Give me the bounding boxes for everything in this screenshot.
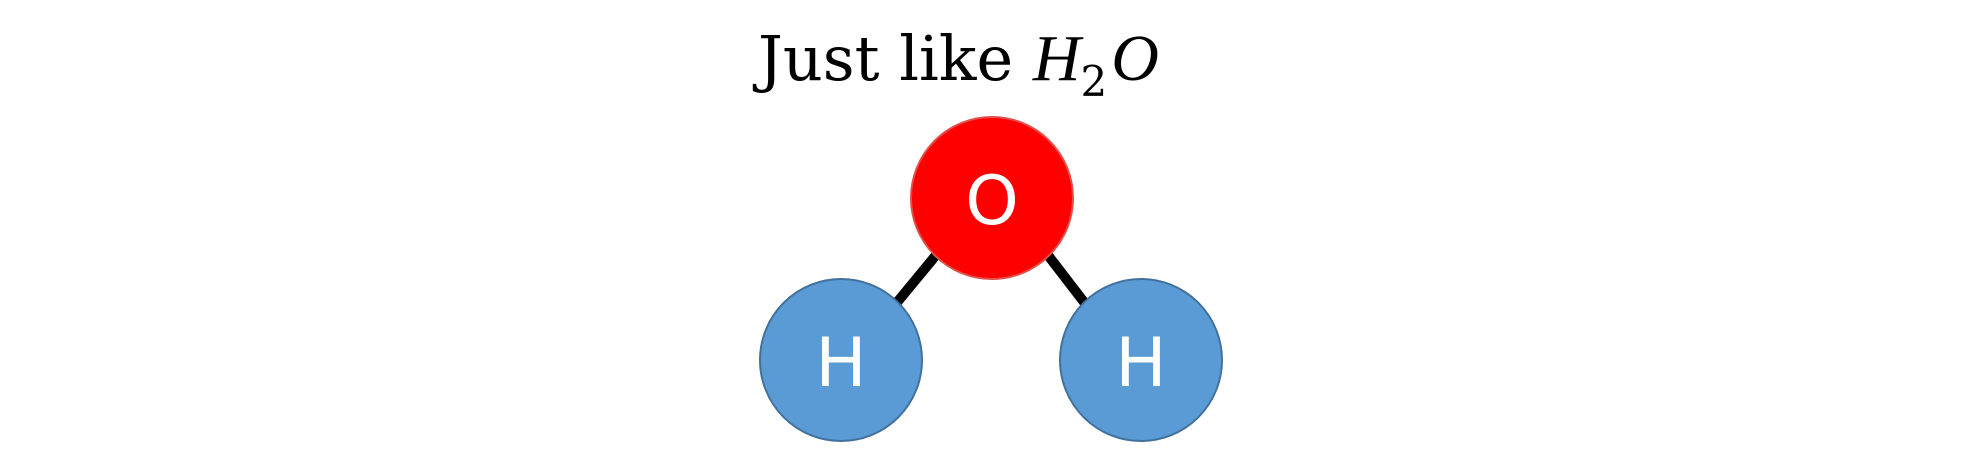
atom-hydrogen-left: H (759, 278, 923, 442)
diagram-title: Just like H2O (752, 22, 1159, 106)
hydrogen-right-label: H (1115, 324, 1166, 403)
bond-right (1043, 250, 1091, 310)
hydrogen-left-circle (759, 278, 923, 442)
hydrogen-left-label: H (815, 324, 866, 403)
oxygen-label: O (965, 162, 1019, 241)
oxygen-circle (910, 116, 1074, 280)
atom-hydrogen-right: H (1059, 278, 1223, 442)
title-formula-o: O (1111, 22, 1159, 95)
title-prefix: Just like (752, 22, 1033, 95)
atom-oxygen: O (910, 116, 1074, 280)
hydrogen-right-circle (1059, 278, 1223, 442)
bond-left (890, 250, 941, 310)
title-formula-subscript: 2 (1081, 57, 1108, 106)
title-formula-h: H (1032, 22, 1084, 95)
